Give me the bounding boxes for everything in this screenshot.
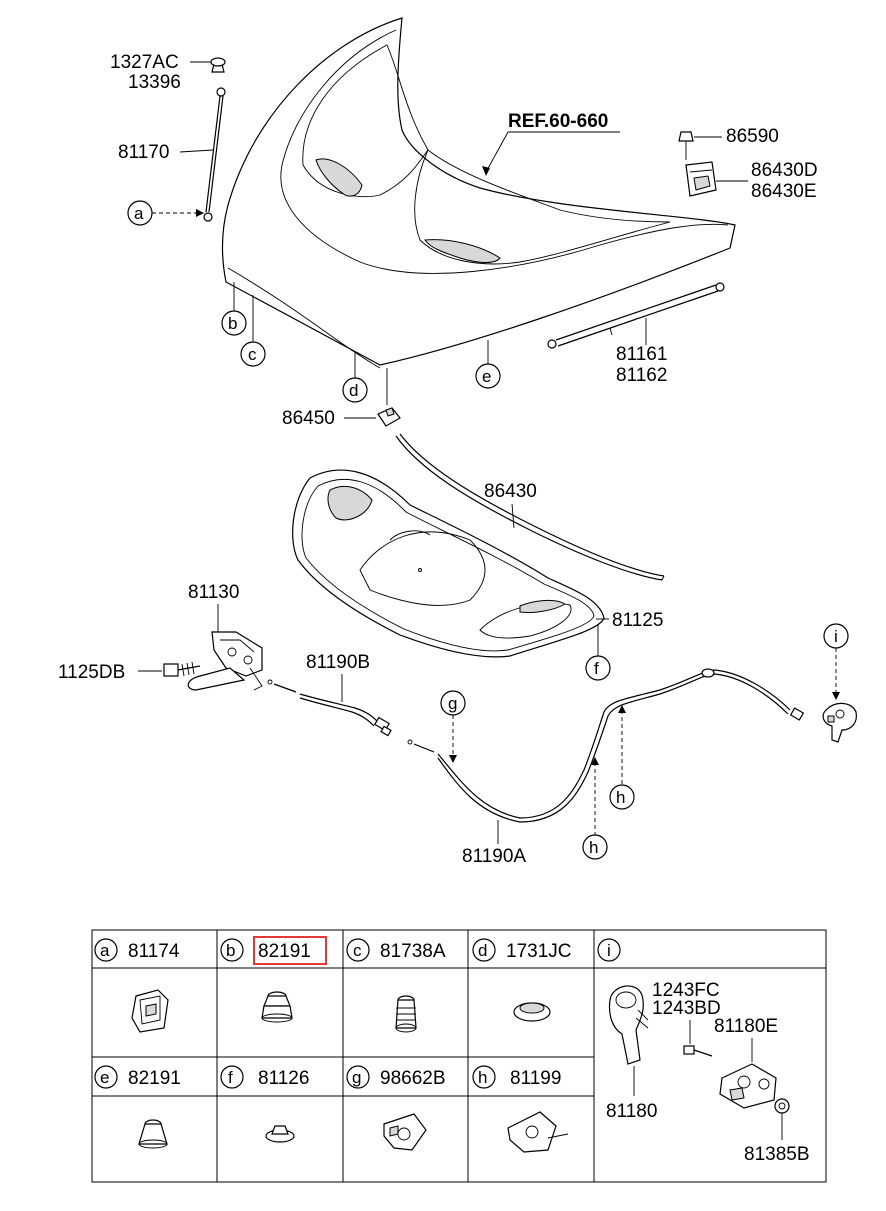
label-81180E: 81180E [714, 1016, 778, 1037]
callout-circle-g[interactable]: g [440, 690, 466, 716]
svg-text:a: a [100, 941, 110, 960]
svg-text:82191: 82191 [258, 941, 311, 962]
callout-circle-c[interactable]: c [240, 341, 266, 367]
highlight-box [253, 936, 327, 965]
svg-text:a: a [134, 204, 144, 223]
label-1327AC: 1327AC [110, 52, 179, 73]
svg-text:e: e [482, 367, 491, 386]
svg-text:g: g [448, 694, 457, 713]
svg-text:e: e [100, 1068, 109, 1087]
part-icon-81199 [507, 1111, 569, 1153]
table-cell-c[interactable]: c 81738A [346, 938, 446, 962]
release-cable-81190B[interactable] [267, 679, 392, 737]
svg-text:g: g [352, 1068, 361, 1087]
label-81190B: 81190B [306, 652, 370, 673]
label-13396: 13396 [128, 72, 181, 93]
label-81161: 81161 [616, 344, 667, 365]
table-cell-d[interactable]: d 1731JC [472, 938, 572, 962]
part-icon-81126 [265, 1125, 295, 1143]
table-cell-b[interactable]: b 82191 [220, 936, 327, 965]
svg-text:d: d [349, 381, 358, 400]
table-cell-a[interactable]: a 81174 [94, 938, 180, 962]
svg-text:h: h [616, 788, 625, 807]
hood-bumper[interactable] [678, 131, 717, 197]
part-icon-82191-e [138, 1119, 168, 1149]
part-icon-81180 [608, 985, 649, 1065]
hood-seal-86430[interactable] [395, 433, 665, 581]
table-cell-i[interactable]: i [597, 938, 621, 962]
label-86430D: 86430D [751, 160, 818, 181]
part-icon-1243-bolt [683, 1045, 713, 1057]
part-icon-98662B [383, 1113, 427, 1151]
latch-bolt-1125DB[interactable] [163, 661, 201, 677]
hood-lift-support[interactable] [547, 282, 725, 349]
svg-text:i: i [834, 627, 838, 646]
table-cell-e[interactable]: e 82191 [94, 1065, 181, 1089]
label-1243BD: 1243BD [652, 998, 721, 1019]
parts-table [91, 929, 827, 1183]
label-81162: 81162 [616, 365, 667, 386]
svg-text:i: i [607, 941, 611, 960]
clip-86450[interactable] [377, 407, 401, 427]
part-icon-82191-b [261, 991, 293, 1023]
svg-text:98662B: 98662B [380, 1068, 446, 1089]
table-cell-h[interactable]: h 81199 [472, 1065, 561, 1089]
part-icon-81385B [774, 1098, 790, 1114]
table-cell-f[interactable]: f 81126 [220, 1065, 309, 1089]
svg-text:h: h [478, 1068, 487, 1087]
part-icon-1731JC [513, 1002, 551, 1022]
label-81385B: 81385B [744, 1144, 810, 1165]
label-81130: 81130 [188, 582, 239, 603]
callout-circle-d[interactable]: d [342, 377, 368, 403]
part-icon-81738A [395, 995, 417, 1033]
hood-panel[interactable] [221, 17, 736, 369]
callout-circle-h-upper[interactable]: h [609, 784, 635, 810]
callout-circle-f[interactable]: f [585, 655, 611, 681]
svg-text:d: d [478, 941, 487, 960]
callout-circle-a[interactable]: a [127, 200, 153, 226]
part-icon-81174 [131, 989, 169, 1033]
label-1243FC: 1243FC [652, 980, 720, 1001]
ref-label: REF.60-660 [508, 111, 608, 132]
svg-text:81738A: 81738A [380, 941, 446, 962]
ref-callout: REF.60-660 [482, 111, 620, 176]
callout-circle-b[interactable]: b [221, 310, 247, 336]
hood-insulator[interactable] [292, 469, 605, 658]
table-cell-g[interactable]: g 98662B [346, 1065, 446, 1089]
part-icon-81180E [719, 1063, 777, 1109]
release-cable-81190A[interactable] [407, 668, 805, 823]
svg-text:c: c [248, 345, 257, 364]
hood-stay-rod[interactable] [203, 57, 226, 222]
svg-text:f: f [228, 1068, 233, 1087]
release-handle-assembly[interactable] [822, 702, 857, 743]
svg-text:81199: 81199 [510, 1068, 561, 1089]
svg-text:f: f [594, 659, 599, 678]
callout-circle-h-lower[interactable]: h [582, 834, 608, 860]
svg-text:b: b [228, 314, 237, 333]
callout-circle-e[interactable]: e [475, 363, 501, 389]
label-81180: 81180 [606, 1101, 657, 1122]
svg-text:h: h [589, 838, 598, 857]
label-81190A: 81190A [462, 846, 526, 867]
label-86450: 86450 [282, 408, 335, 429]
hood-latch[interactable] [187, 631, 263, 691]
svg-text:81126: 81126 [258, 1068, 309, 1089]
label-1125DB: 1125DB [58, 662, 125, 683]
label-86430E: 86430E [751, 181, 817, 202]
label-81170: 81170 [118, 142, 169, 163]
label-86590: 86590 [726, 126, 779, 147]
svg-text:c: c [353, 941, 362, 960]
svg-text:81174: 81174 [128, 941, 180, 962]
label-86430: 86430 [484, 481, 537, 502]
svg-text:82191: 82191 [128, 1068, 181, 1089]
svg-text:1731JC: 1731JC [506, 941, 572, 962]
callout-circle-i[interactable]: i [823, 623, 849, 649]
svg-text:b: b [226, 941, 235, 960]
label-81125: 81125 [612, 610, 663, 631]
